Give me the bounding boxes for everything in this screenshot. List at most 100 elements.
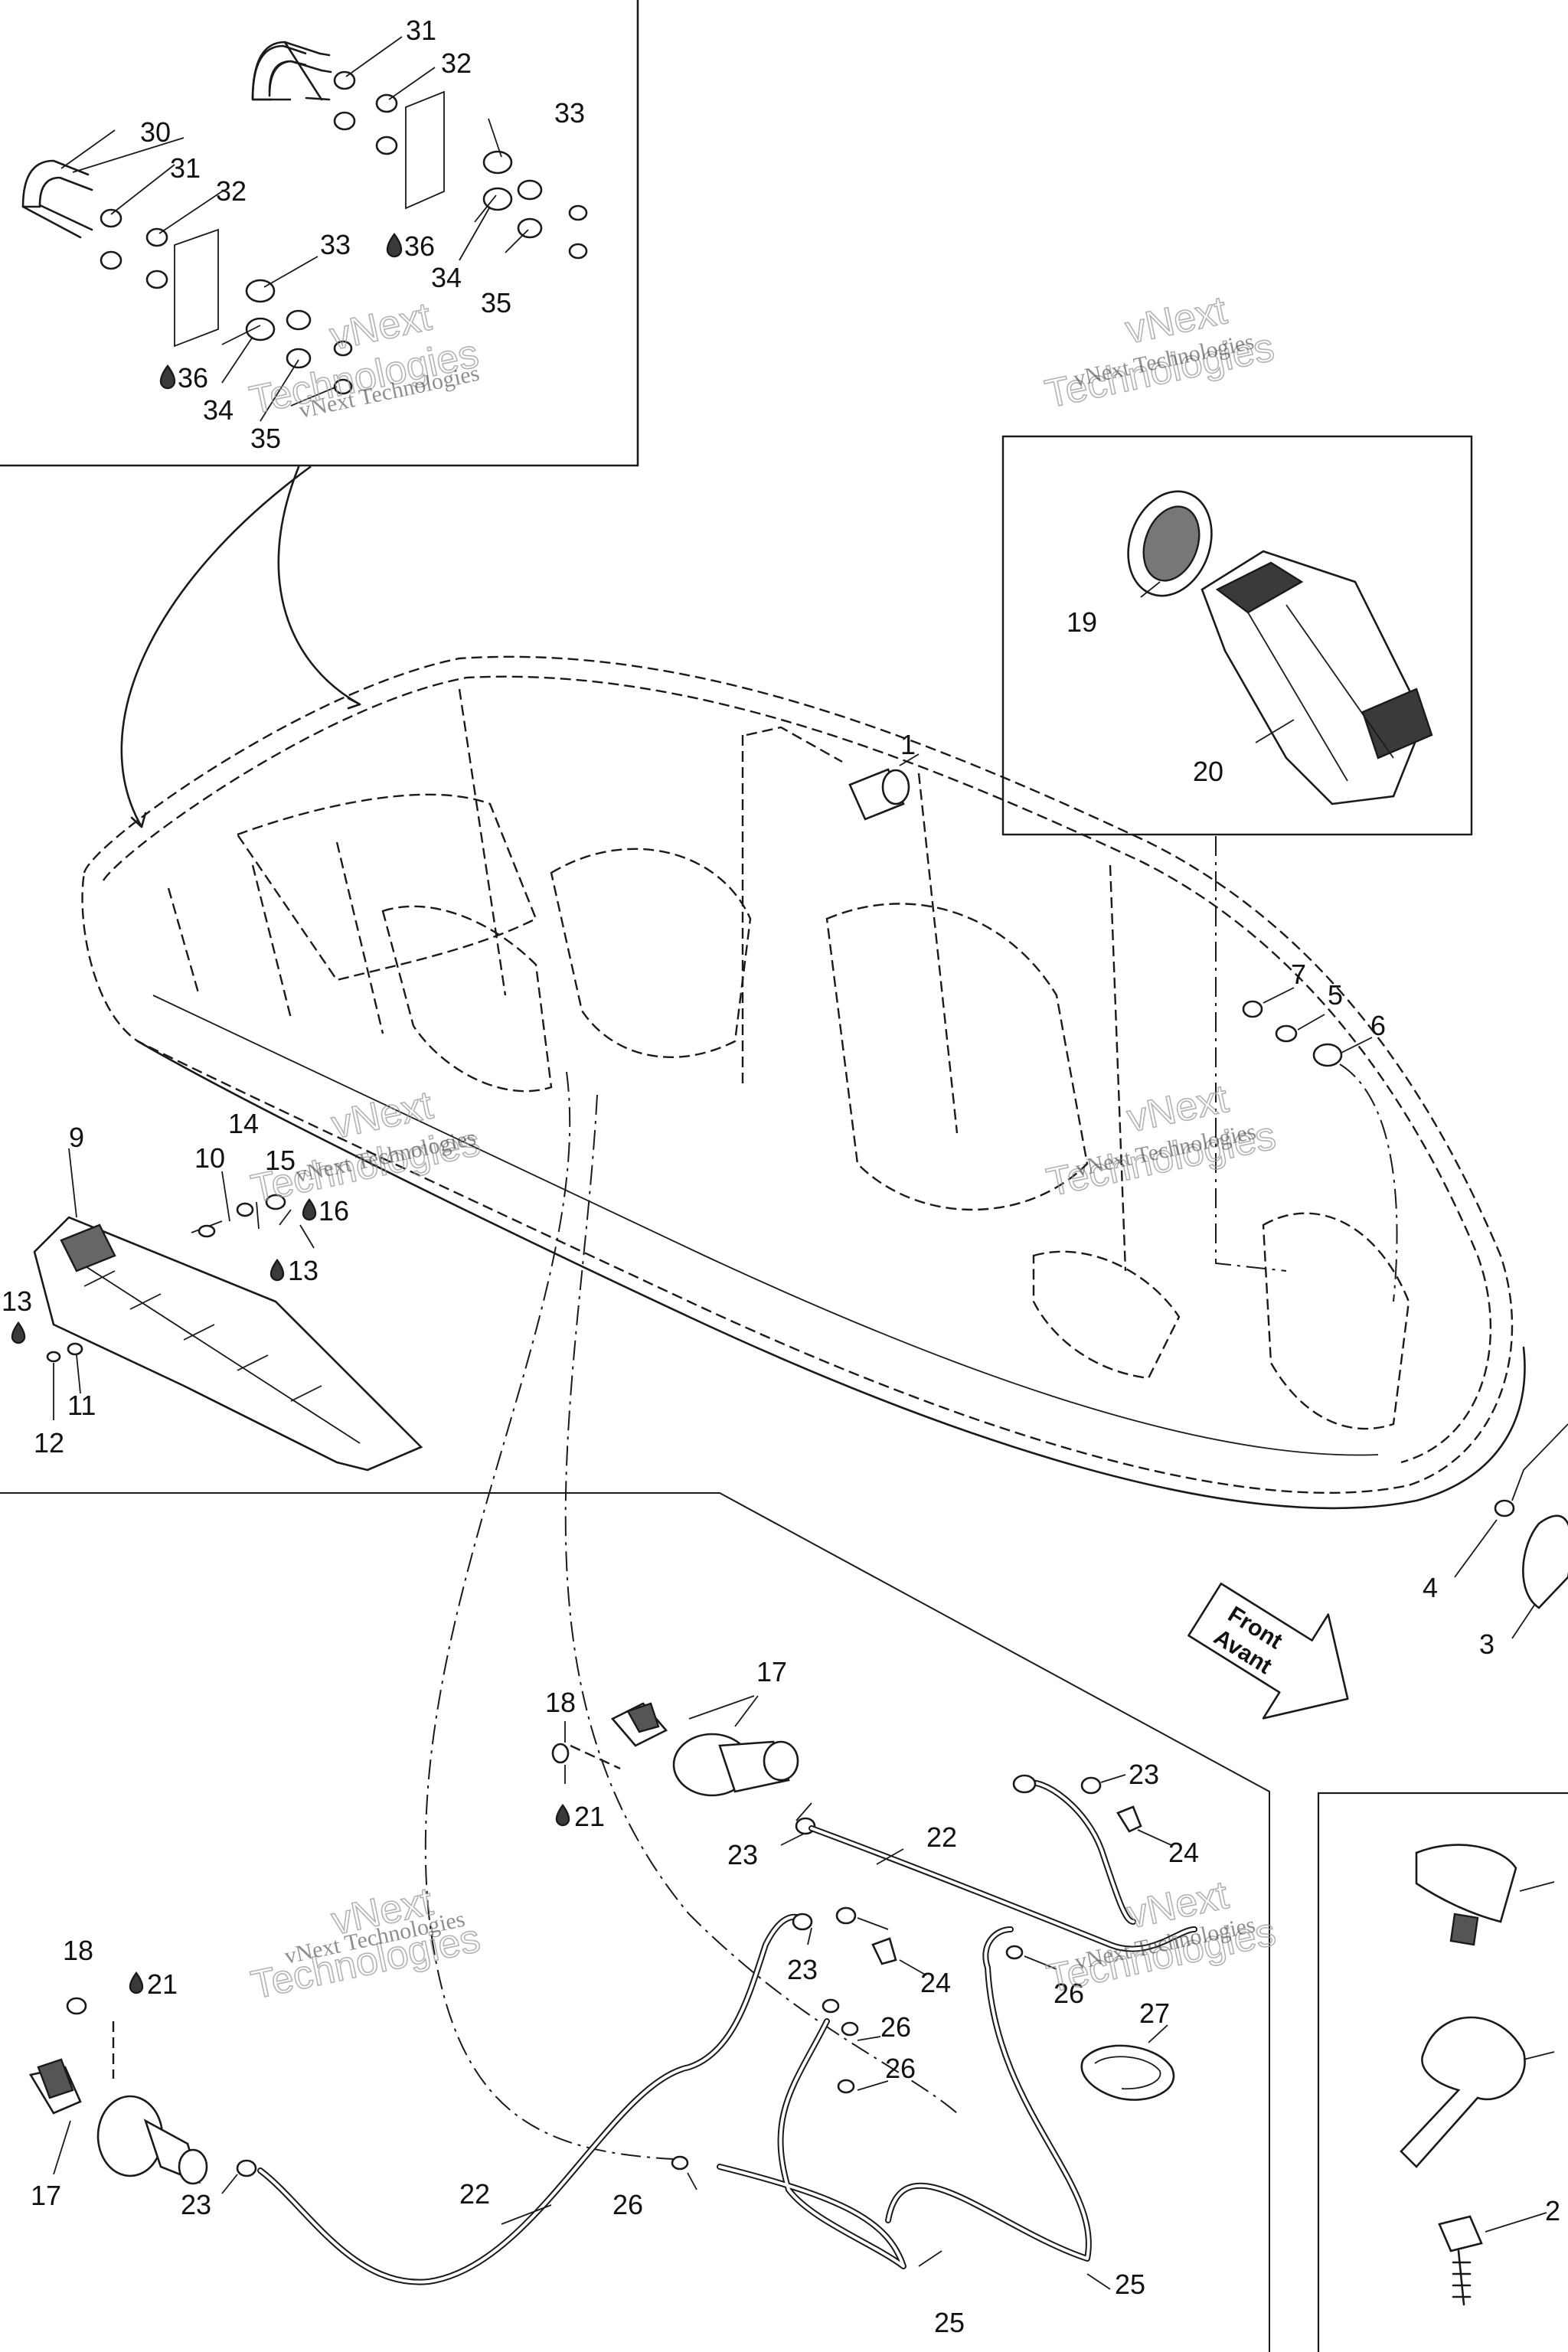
- callout-23-b: 23: [181, 2189, 211, 2220]
- hull-bottom-edge: [136, 1040, 1526, 1510]
- clamp-26-b: [837, 2079, 855, 2094]
- hull-assembly: 1 7 5 6: [81, 655, 1526, 1510]
- front-arrow-icon: Front Avant: [1187, 1583, 1349, 1720]
- callout-12: 12: [34, 1427, 64, 1459]
- clamps-and-fittings: 23 24 23 24 26 26 26 26: [612, 1759, 1199, 2220]
- callout-13-left: 13: [2, 1285, 32, 1317]
- callout-23-d: 23: [787, 1954, 818, 1985]
- screw-12: [46, 1351, 61, 1363]
- callout-34-upper: 34: [431, 262, 462, 293]
- callout-35-upper: 35: [481, 287, 511, 318]
- callout-22-lower: 22: [459, 2178, 490, 2210]
- callout-24-lower: 24: [920, 1967, 951, 1998]
- callout-25-upper: 25: [1115, 2269, 1145, 2300]
- bow-eye-3: [1522, 1514, 1568, 1609]
- callout-36-upper: 36: [404, 230, 435, 262]
- seat-front: [550, 848, 752, 1058]
- drop-icon: [555, 1803, 570, 1827]
- washer-4: [1494, 1499, 1515, 1517]
- callout-27: 27: [1139, 1998, 1170, 2029]
- inset-box-bottom-right: [1317, 1792, 1568, 2352]
- callout-9: 9: [69, 1122, 84, 1153]
- arrow-to-hull-side: [120, 466, 312, 828]
- clip-2: [1438, 2215, 1483, 2252]
- washer-6: [1312, 1043, 1343, 1067]
- callout-23-c: 23: [1129, 1759, 1159, 1790]
- backing-plate-upper: [405, 90, 445, 210]
- clamp-26-c: [1005, 1945, 1024, 1960]
- drop-icon: [386, 232, 403, 258]
- callout-7: 7: [1291, 959, 1306, 990]
- backing-plate-lower: [174, 228, 219, 348]
- sponson-assembly: 9 10 14 15 16 13 13 11 12: [2, 1108, 423, 1472]
- callout-10: 10: [194, 1142, 225, 1174]
- clamp-23-d: [792, 1913, 813, 1931]
- hull-outline: [81, 655, 1514, 1494]
- bow-eye-assembly: 4 3: [1423, 1423, 1568, 1660]
- bilge-fitting-upper: 17 18 21 23: [545, 1656, 816, 1870]
- bilge-fitting-lower: 18 21 17 23: [28, 1935, 257, 2220]
- callout-30: 30: [140, 116, 171, 148]
- footwell: [825, 903, 1089, 1211]
- elbow-24-lower: [871, 1937, 897, 1965]
- hose-end-upper: [1012, 1774, 1037, 1794]
- drop-icon: [270, 1258, 285, 1282]
- callout-20: 20: [1193, 756, 1223, 787]
- lower-section-divider: [0, 1492, 1270, 2352]
- hose-lines: 22 22 25 25: [257, 1779, 1197, 2338]
- callout-31-upper: 31: [406, 15, 436, 46]
- drop-icon: [159, 364, 176, 390]
- callout-24-upper: 24: [1168, 1837, 1199, 1868]
- callout-16: 16: [318, 1195, 349, 1227]
- callout-23-a: 23: [727, 1839, 758, 1870]
- seat-rear: [236, 793, 537, 982]
- elbow-24-upper: [1116, 1805, 1142, 1833]
- tie-wrap: [1400, 2016, 1526, 2168]
- callout-33-lower: 33: [320, 229, 351, 260]
- callout-26-b: 26: [880, 2011, 911, 2043]
- inset-box-right: 19 20: [1001, 435, 1473, 1272]
- callout-26-a: 26: [1054, 1978, 1084, 2009]
- callout-26-d: 26: [612, 2189, 643, 2220]
- clamp-23-c: [1080, 1776, 1102, 1795]
- callout-22-upper: 22: [926, 1821, 957, 1853]
- callout-34-lower: 34: [203, 394, 234, 426]
- callout-15: 15: [265, 1145, 296, 1176]
- callout-32-upper: 32: [441, 47, 472, 79]
- callout-21-upper: 21: [574, 1801, 605, 1832]
- callout-11: 11: [67, 1390, 96, 1421]
- callout-36-lower: 36: [178, 362, 208, 394]
- washer-11: [67, 1342, 83, 1356]
- callout-17-upper: 17: [756, 1656, 787, 1687]
- callout-19: 19: [1067, 606, 1097, 638]
- callout-13-right: 13: [288, 1255, 318, 1286]
- storage-bin-20: [1200, 550, 1426, 805]
- screw-18-lower: [66, 1997, 87, 2015]
- drop-icon: [129, 1971, 144, 1994]
- cable-tie-27: 27: [1080, 1998, 1175, 2101]
- drop-icon: [302, 1197, 317, 1221]
- drop-icon: [11, 1321, 26, 1344]
- callout-4: 4: [1423, 1572, 1438, 1603]
- callout-2: 2: [1545, 2195, 1560, 2226]
- screw-18-upper: [551, 1743, 570, 1764]
- callout-6: 6: [1370, 1010, 1386, 1041]
- nut-14: [236, 1202, 254, 1217]
- screw-10: [198, 1224, 216, 1238]
- callout-21-lower: 21: [147, 1968, 178, 2000]
- callout-35-lower: 35: [250, 423, 281, 454]
- callout-33-upper: 33: [554, 97, 585, 129]
- grab-handle-upper: [251, 44, 307, 101]
- sponson-9: [33, 1216, 423, 1472]
- callout-18-upper: 18: [545, 1687, 576, 1718]
- callout-1: 1: [900, 729, 916, 760]
- callout-25-lower: 25: [934, 2307, 965, 2338]
- bow-storage: [1262, 1212, 1410, 1430]
- callout-31-lower: 31: [170, 152, 201, 184]
- washer-15: [265, 1194, 286, 1210]
- callout-18-lower: 18: [63, 1935, 93, 1966]
- washer-5: [1275, 1024, 1298, 1043]
- hose-route-left: [424, 1071, 675, 2160]
- callout-5: 5: [1328, 979, 1343, 1011]
